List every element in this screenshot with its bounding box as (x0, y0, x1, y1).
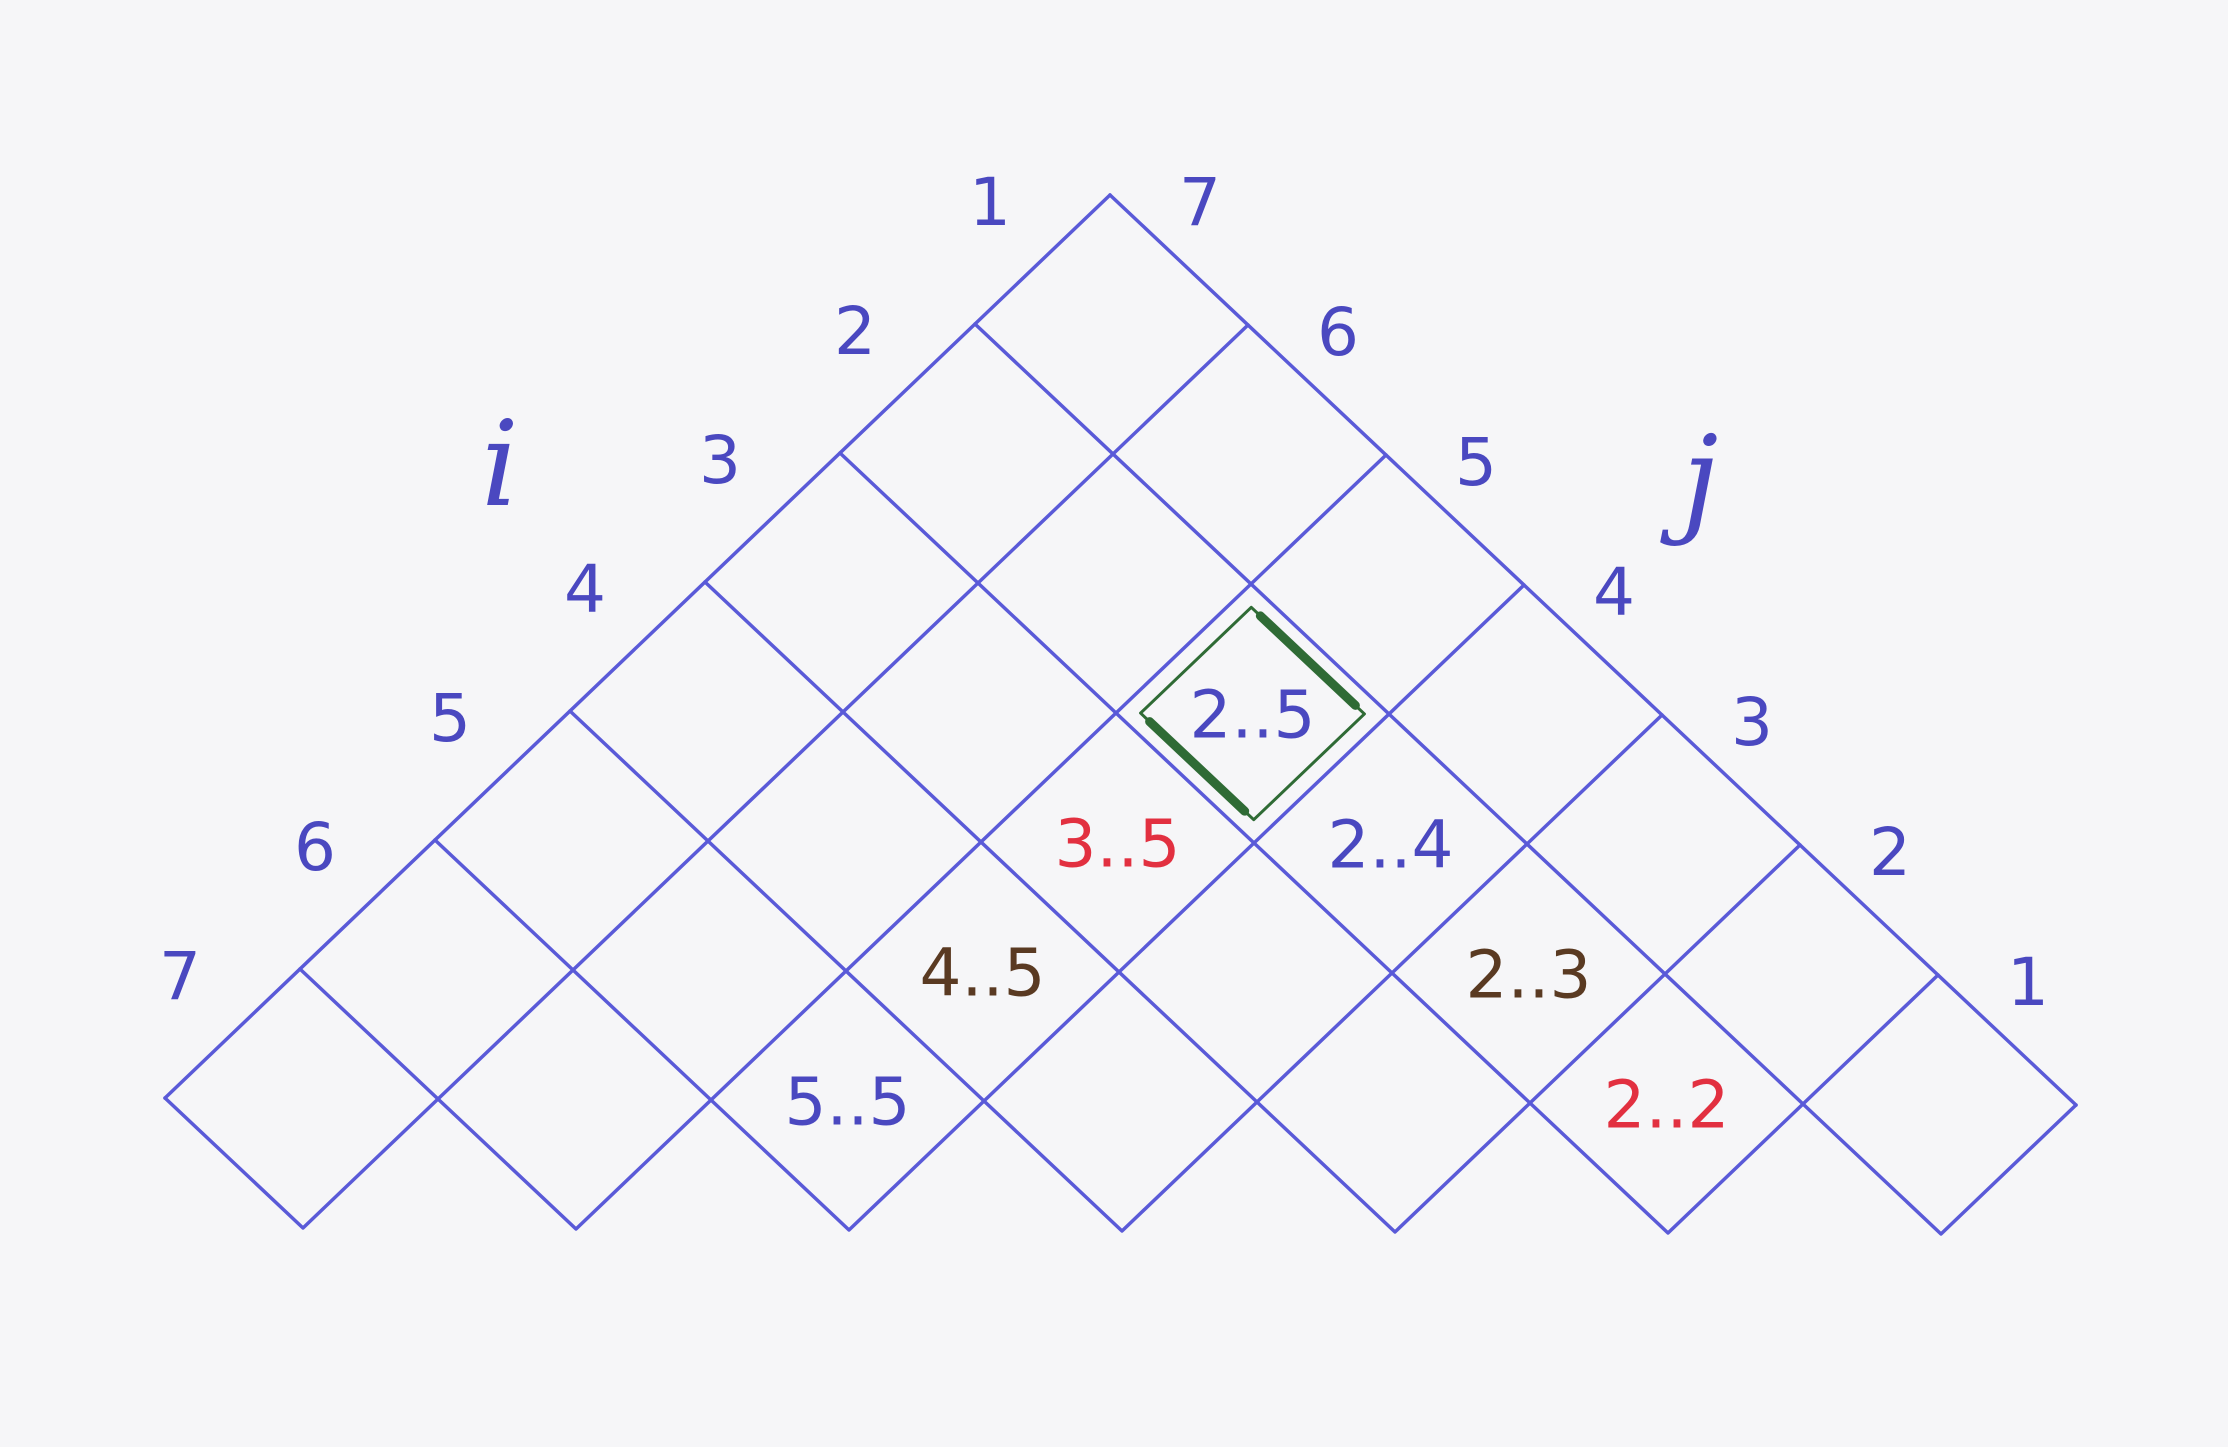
j-index-label: 2 (1869, 814, 1911, 891)
grid-lines (163, 193, 2078, 1236)
highlight-bracket-stroke (1145, 717, 1250, 816)
j-index-label: 4 (1593, 554, 1635, 631)
j-index-label: 6 (1317, 294, 1359, 371)
grid-line (709, 453, 1388, 1102)
j-index-label: 1 (2007, 944, 2049, 1021)
grid-zigzag (163, 1096, 440, 1230)
i-index-label: 5 (429, 680, 471, 757)
i-index-labels: 1 2 3 4 5 6 7 (159, 164, 1011, 1015)
grid-line (1801, 973, 1940, 1106)
j-index-label: 7 (1179, 164, 1221, 241)
j-index-labels: 7 6 5 4 3 2 1 (1179, 164, 2049, 1021)
grid-line (973, 322, 1805, 1106)
grid-zigzag (709, 1098, 986, 1232)
grid-line (703, 580, 1259, 1104)
i-index-label: 2 (834, 293, 876, 370)
i-index-label: 4 (564, 551, 606, 628)
highlight-bracket (1139, 605, 1366, 822)
i-index-label: 1 (969, 164, 1011, 241)
grid-line (163, 193, 1112, 1100)
grid-zigzag (436, 1097, 713, 1231)
grid-zigzag (982, 1099, 1259, 1233)
cell-label: 2..3 (1466, 937, 1592, 1014)
cell-label: 5..5 (785, 1064, 911, 1141)
highlight-bracket-stroke (1255, 611, 1360, 710)
i-index-label: 3 (699, 422, 741, 499)
i-index-label: 7 (159, 938, 201, 1015)
cell-label: 3..5 (1055, 806, 1181, 883)
grid-zigzag (1528, 1101, 1805, 1235)
grid-line (568, 709, 986, 1103)
j-index-label: 3 (1731, 684, 1773, 761)
i-axis-label: i (481, 395, 519, 533)
grid-zigzag (1801, 1102, 2078, 1236)
cell-label: 4..5 (920, 935, 1046, 1012)
grid-line (1255, 713, 1664, 1104)
cell-labels: 2..53..5 2..4 4..5 2..3 5..5 2..2 (785, 677, 1730, 1144)
grid-zigzag (1255, 1100, 1532, 1234)
j-index-label: 5 (1455, 424, 1497, 501)
cell-label: 2..2 (1604, 1067, 1730, 1144)
grid-line (838, 451, 1532, 1105)
i-index-label: 6 (294, 809, 336, 886)
cell-label: 2..4 (1328, 807, 1454, 884)
grid-line (1108, 193, 2078, 1107)
grid-line (433, 838, 713, 1102)
grid-line (298, 967, 440, 1101)
j-axis-label: j (1660, 410, 1719, 548)
cell-label: 2..5 (1190, 677, 1316, 754)
